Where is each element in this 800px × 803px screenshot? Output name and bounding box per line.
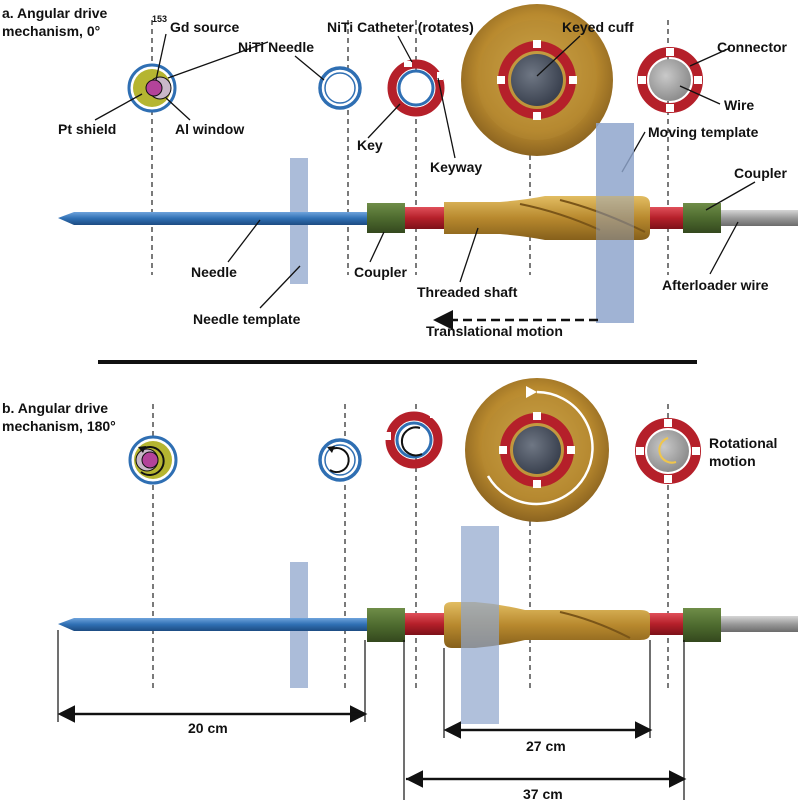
label-key: Key	[357, 137, 383, 153]
niti-needle-cross-section-rotated	[318, 438, 362, 482]
label-niti-needle: NiTi Needle	[238, 39, 314, 55]
label-translational-motion: Translational motion	[426, 323, 563, 339]
niti-needle-cross-section	[318, 66, 362, 110]
label-al-window: Al window	[175, 121, 244, 137]
label-gd-source: Gd source	[170, 19, 239, 35]
panel-b-title-line1: b. Angular drive	[2, 400, 108, 416]
gd-source-cross-section	[127, 63, 177, 113]
dimension-arrows	[57, 705, 687, 788]
label-niti-catheter: NiTi Catheter (rotates)	[327, 19, 474, 35]
moving-template-b	[461, 526, 499, 724]
niti-catheter-cross-section-rotated	[385, 411, 443, 469]
assembly-a	[58, 196, 798, 240]
connector-cross-section-rotated	[635, 418, 701, 484]
label-needle-template: Needle template	[193, 311, 301, 327]
label-pt-shield: Pt shield	[58, 121, 116, 137]
keyed-cuff-cross-section-rotated	[465, 378, 609, 522]
keyed-cuff-cross-section	[461, 4, 613, 156]
leader-lines-bottom-a	[227, 181, 756, 309]
label-rotational-motion-line2: motion	[709, 453, 756, 469]
label-keyed-cuff: Keyed cuff	[562, 19, 634, 35]
label-afterloader-wire: Afterloader wire	[662, 277, 769, 293]
panel-b-title-line2: mechanism, 180°	[2, 418, 116, 434]
label-rotational-motion-line1: Rotational	[709, 435, 777, 451]
label-coupler-left: Coupler	[354, 264, 407, 280]
needle-a	[58, 212, 370, 225]
label-wire: Wire	[724, 97, 754, 113]
gd-source-cross-section-rotated	[128, 435, 178, 485]
label-needle: Needle	[191, 264, 237, 280]
assembly-b	[58, 602, 798, 648]
label-coupler-right: Coupler	[734, 165, 787, 181]
label-connector: Connector	[717, 39, 788, 55]
coupler-right-b	[683, 608, 721, 642]
label-moving-template: Moving template	[648, 124, 759, 140]
panel-a-title-line1: a. Angular drive	[2, 5, 108, 21]
coupler-right-a	[683, 203, 721, 233]
label-keyway: Keyway	[430, 159, 482, 175]
label-gd-superscript: 153	[152, 14, 167, 24]
coupler-left-a	[367, 203, 405, 233]
dim-label-shaft: 27 cm	[526, 738, 566, 754]
panel-a-title-line2: mechanism, 0°	[2, 23, 100, 39]
dim-label-needle: 20 cm	[188, 720, 228, 736]
coupler-left-b	[367, 608, 405, 642]
dim-label-total: 37 cm	[523, 786, 563, 802]
needle-b	[58, 618, 370, 631]
connector-cross-section	[637, 47, 703, 113]
label-threaded-shaft: Threaded shaft	[417, 284, 518, 300]
